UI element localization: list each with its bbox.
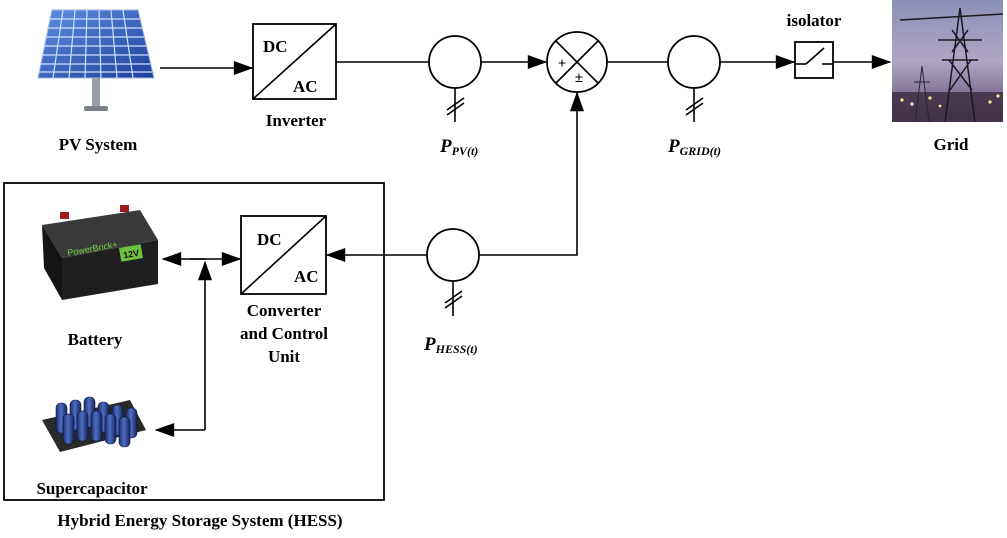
supercapacitor-icon bbox=[42, 396, 146, 452]
supercapacitor-label: Supercapacitor bbox=[36, 479, 148, 498]
p-pv-label: PPV(t) bbox=[439, 136, 478, 158]
isolator-label: isolator bbox=[787, 11, 842, 30]
inverter-ac-label: AC bbox=[293, 77, 318, 96]
battery-icon: PowerBrick+ 12V bbox=[42, 205, 158, 300]
converter-caption-line-2: and Control bbox=[240, 324, 328, 343]
isolator-switch-icon bbox=[794, 41, 834, 79]
pv-panel-icon bbox=[37, 9, 155, 111]
grid-label: Grid bbox=[934, 135, 969, 154]
summing-plusminus-sign: ± bbox=[575, 70, 583, 86]
inverter-dc-label: DC bbox=[263, 37, 288, 56]
summing-plus-sign: + bbox=[558, 56, 567, 72]
hess-to-junction-arrow bbox=[479, 91, 584, 256]
converter-ac-label: AC bbox=[294, 267, 319, 286]
p-grid-label: PGRID(t) bbox=[667, 136, 721, 158]
converter-dc-label: DC bbox=[257, 230, 282, 249]
pv-power-meter-icon bbox=[428, 35, 482, 89]
inverter-block: DC AC bbox=[252, 23, 337, 100]
summing-junction-icon: + ± bbox=[546, 31, 608, 93]
converter-caption-line-1: Converter bbox=[247, 301, 322, 320]
hess-caption: Hybrid Energy Storage System (HESS) bbox=[57, 511, 342, 530]
pv-system-label: PV System bbox=[59, 135, 138, 154]
battery-label: Battery bbox=[68, 330, 123, 349]
converter-caption-line-3: Unit bbox=[268, 347, 300, 366]
hess-enclosure bbox=[3, 182, 385, 501]
grid-tower-icon bbox=[892, 0, 1004, 123]
converter-block: DC AC bbox=[240, 215, 327, 295]
hess-power-meter-icon bbox=[426, 228, 480, 282]
battery-voltage-text: 12V bbox=[122, 248, 140, 261]
inverter-caption: Inverter bbox=[266, 111, 327, 130]
p-hess-label: PHESS(t) bbox=[423, 334, 478, 356]
grid-power-meter-icon bbox=[667, 35, 721, 89]
